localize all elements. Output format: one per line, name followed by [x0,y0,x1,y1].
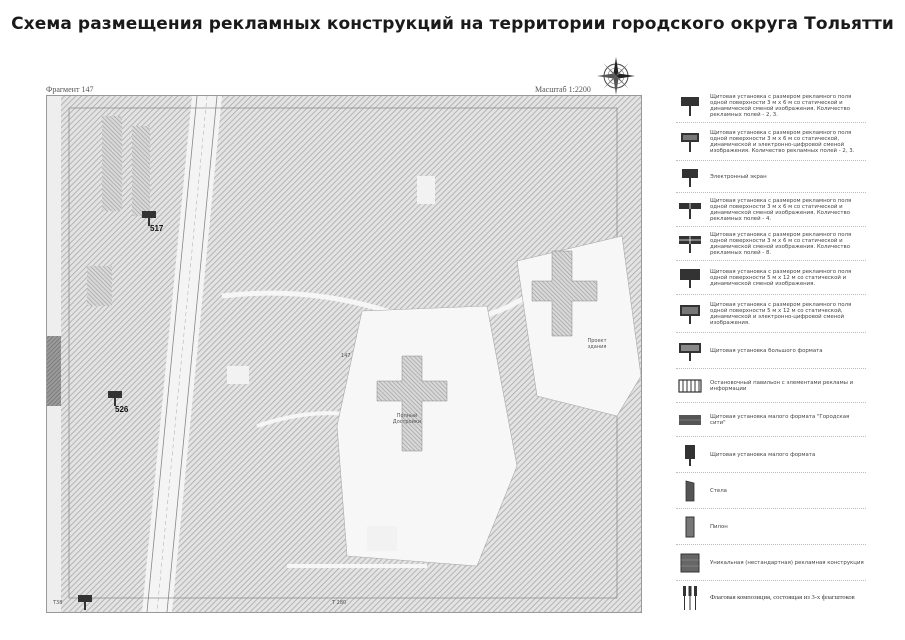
billboard-5x12-static-icon [676,265,704,291]
legend-text: Щитовая установка малого формата "Городс… [710,413,850,426]
legend-item: Щитовая установка с размером рекламного … [676,296,866,333]
marker-label-517: 517 [150,224,164,233]
legend-item: Щитовая установка малого формата "Городс… [676,404,866,437]
legend-text: Электронный экран [710,173,767,180]
billboard-marker-517[interactable] [141,210,157,226]
legend-text: Уникальная (нестандартная) рекламная кон… [710,559,864,566]
legend-text: Щитовая установка с размером рекламного … [710,301,852,327]
legend-text: Щитовая установка с размером рекламного … [710,268,852,288]
legend-item: Щитовая установка с размером рекламного … [676,124,866,161]
legend-item: Пилон [676,510,866,545]
map-canvas [47,96,641,612]
pylon-icon [676,514,704,540]
compass-rose-icon [597,57,635,95]
legend-item: Стела [676,474,866,509]
billboard-8-fields-icon [676,231,704,257]
legend-item: Остановочный павильон с элементами рекла… [676,370,866,403]
legend-item: Флаговая композиция, состоящая из 3-х фл… [676,582,866,614]
legend-item: Щитовая установка большого формата [676,334,866,369]
city-format-icon [676,407,704,433]
billboard-3x6-digital-icon [676,129,704,155]
legend-item: Щитовая установка с размером рекламного … [676,90,866,123]
page-title: Схема размещения рекламных конструкций н… [11,14,894,34]
unique-construction-icon [676,550,704,576]
billboard-marker-bottom[interactable] [77,594,93,610]
small-format-icon [676,442,704,468]
flag-composition-icon [676,585,704,611]
legend-item: Щитовая установка с размером рекламного … [676,194,866,227]
legend-text: Щитовая установка малого формата [710,451,816,458]
scale-label: Масштаб 1:2200 [535,85,591,94]
billboard-5x12-digital-icon [676,301,704,327]
legend-text: Щитовая установка большого формата [710,347,823,354]
pavilion-icon [676,373,704,399]
legend-text: Щитовая установка с размером рекламного … [710,129,855,155]
billboard-icon [78,595,92,610]
legend-text: Щитовая установка с размером рекламного … [710,93,852,119]
legend-text: Пилон [710,523,728,530]
building-label-right: Проект здания [587,338,607,350]
legend-item: Щитовая установка с размером рекламного … [676,262,866,295]
legend-item: Электронный экран [676,162,866,193]
bottom-left-label: Т38 [53,600,63,606]
billboard-icon [108,391,122,406]
billboard-3x6-static-icon [676,93,704,119]
legend-text: Остановочный павильон с элементами рекла… [710,379,854,392]
legend-text: Щитовая установка с размером рекламного … [710,231,852,257]
legend-text: Стела [710,487,727,494]
bottom-center-label: Т 280 [332,600,347,606]
legend-text: Щитовая установка с размером рекламного … [710,197,852,223]
billboard-icon [142,211,156,226]
legend-item: Щитовая установка малого формата [676,438,866,473]
billboard-4-fields-icon [676,197,704,223]
large-format-billboard-icon [676,338,704,364]
building-label-center: Полный Достройки [392,413,422,425]
legend-item: Щитовая установка с размером рекламного … [676,228,866,261]
billboard-marker-526[interactable] [107,390,123,406]
legend-text: Флаговая композиция, состоящая из 3-х фл… [710,594,855,601]
marker-label-526: 526 [115,405,129,414]
electronic-screen-icon [676,164,704,190]
map-center-label: 147 [341,353,351,359]
map-area[interactable]: 147 Полный Достройки Проект здания Т38 Т… [46,95,642,613]
stele-icon [676,478,704,504]
fragment-label: Фрагмент 147 [46,85,94,94]
legend-item: Уникальная (нестандартная) рекламная кон… [676,546,866,581]
